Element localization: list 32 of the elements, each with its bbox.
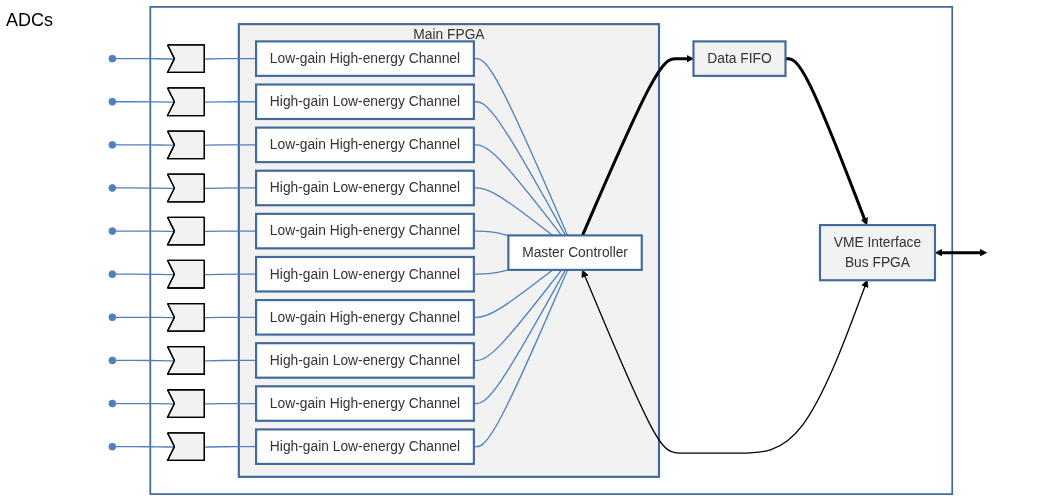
connector	[115, 144, 176, 146]
node-circle	[108, 227, 117, 235]
node-circle	[108, 141, 117, 149]
connector	[115, 230, 176, 233]
node-box: Low-gain High-energy Channel	[255, 40, 476, 77]
connector	[115, 101, 176, 103]
node-box: Low-gain High-energy Channel	[255, 299, 476, 336]
node-box: High-gain Low-energy Channel	[255, 342, 476, 379]
node-circle	[108, 356, 117, 365]
node-circle	[108, 184, 117, 192]
node-circle	[108, 270, 117, 279]
connector	[115, 187, 176, 190]
node-box: Data FIFO	[692, 40, 787, 77]
node-box: High-gain Low-energy Channel	[255, 255, 476, 293]
node-box: High-gain Low-energy Channel	[255, 169, 476, 207]
node-circle	[108, 399, 117, 408]
node-box: High-gain Low-energy Channel	[255, 83, 476, 121]
node-circle	[108, 54, 117, 63]
node-box: Low-gain High-energy Channel	[255, 212, 476, 250]
arrow	[581, 269, 869, 454]
node-box: VME Interface Bus FPGA	[819, 223, 937, 282]
node-box: Low-gain High-energy Channel	[255, 126, 476, 164]
cluster	[149, 6, 954, 495]
group-label: ADCs	[6, 10, 54, 31]
node-circle	[108, 442, 117, 451]
node-circle	[108, 313, 117, 322]
node-box: High-gain Low-energy Channel	[255, 428, 476, 465]
node-box: Master Controller	[507, 234, 644, 271]
arrow	[785, 57, 869, 226]
arrow	[935, 248, 988, 257]
node-circle	[108, 97, 117, 106]
node-box: Low-gain High-energy Channel	[255, 385, 476, 422]
